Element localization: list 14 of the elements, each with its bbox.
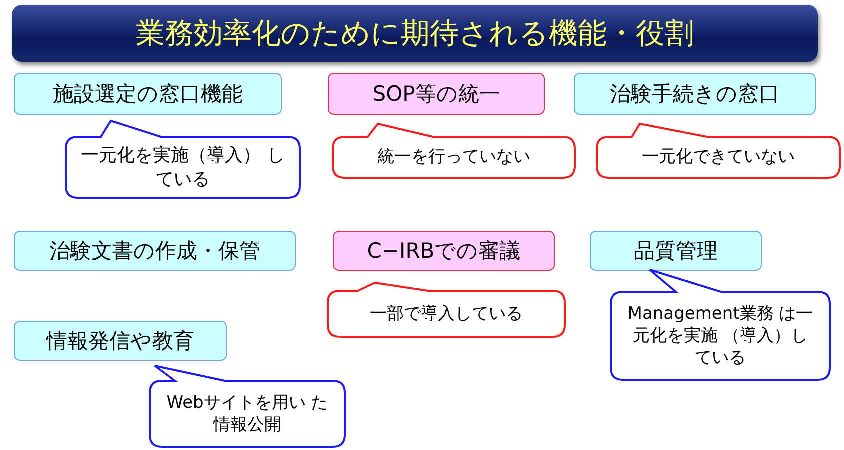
category-box: 治験手続きの窓口	[574, 73, 816, 115]
speech-bubble: 一元化できていない	[597, 124, 840, 178]
category-box: 施設選定の窓口機能	[14, 73, 282, 115]
speech-bubble: 一元化を実施（導入） している	[66, 121, 300, 198]
category-box: 品質管理	[590, 231, 762, 271]
speech-bubble: Webサイトを用い た情報公開	[150, 366, 345, 447]
category-box: 治験文書の作成・保管	[14, 231, 296, 271]
title-banner: 業務効率化のために期待される機能・役割	[12, 5, 818, 62]
speech-bubble: 統一を行っていない	[333, 124, 575, 178]
category-box: C−IRBでの審議	[333, 231, 555, 271]
speech-bubble: 一部で導入している	[328, 283, 565, 337]
category-box: SOP等の統一	[328, 73, 545, 115]
speech-bubble: Management業務 は一元化を実施 （導入）している	[611, 270, 830, 380]
category-box: 情報発信や教育	[14, 321, 227, 361]
